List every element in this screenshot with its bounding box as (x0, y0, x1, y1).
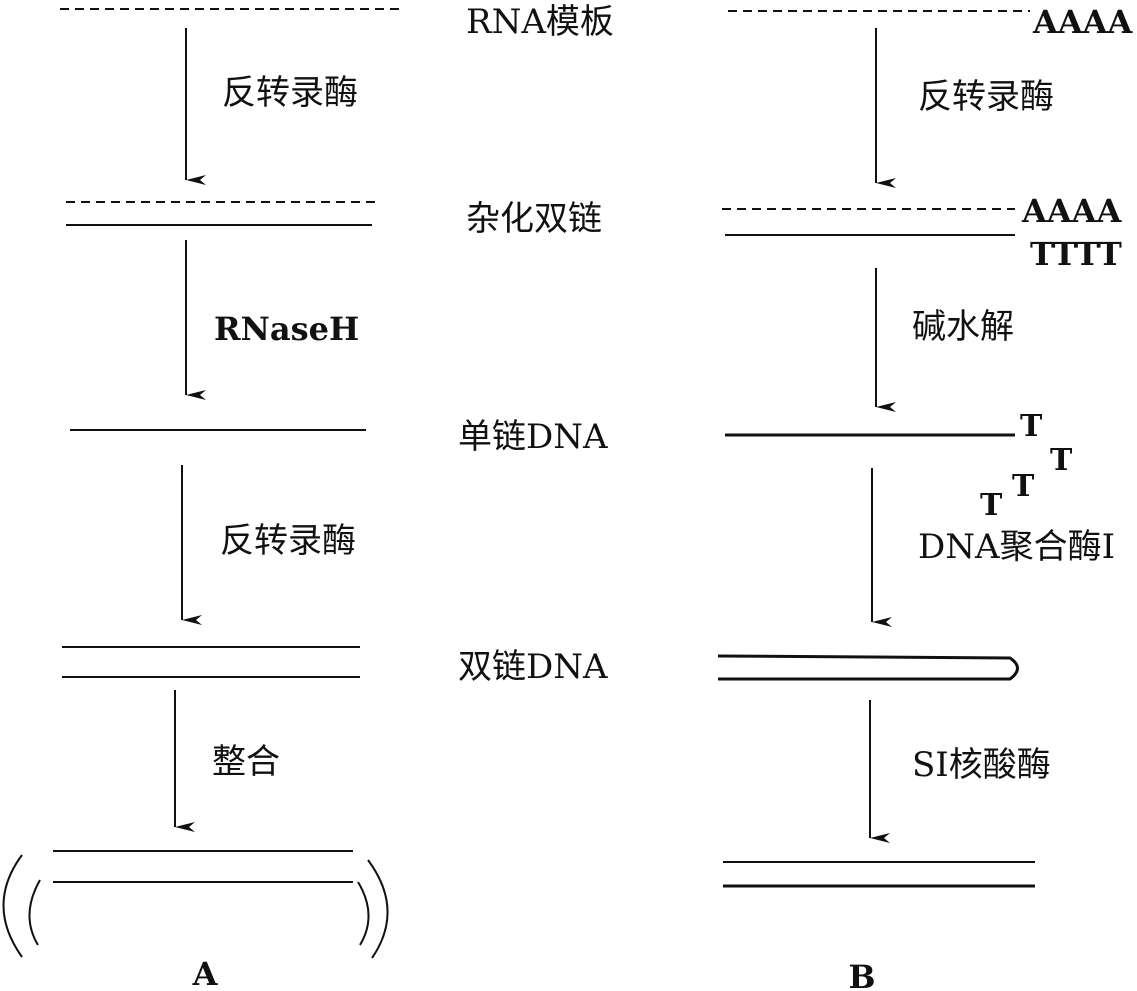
b-step1-label: 反转录酶 (918, 77, 1054, 117)
b-hairpin-t-4: T (980, 488, 1003, 523)
a-caption: A (192, 955, 219, 991)
b-hybrid-poly-a: AAAA (1021, 192, 1122, 230)
a-host-bracket-left-outer (2, 854, 23, 958)
ss-dna-label: 单链DNA (458, 417, 608, 457)
b-oligo-dt: TTTT (1030, 235, 1122, 273)
b-hairpin-duplex (717, 654, 1019, 681)
a-step1-label: 反转录酶 (222, 73, 358, 113)
b-hairpin-t-1: T (1020, 409, 1043, 444)
a-step2-label: RNaseH (214, 310, 359, 348)
b-hairpin-t-2: T (1050, 443, 1073, 478)
b-step4-label: SI核酸酶 (912, 745, 1051, 785)
a-step3-label: 反转录酶 (220, 521, 356, 561)
rna-template-label: RNA模板 (466, 2, 614, 42)
b-step3-label: DNA聚合酶I (918, 527, 1115, 567)
a-host-bracket-right-outer (367, 859, 389, 959)
hybrid-duplex-label: 杂化双链 (466, 199, 602, 239)
a-integrated-dna (2, 850, 389, 959)
a-host-bracket-right-inner (357, 881, 370, 946)
b-hairpin-t-3: T (1012, 469, 1035, 504)
stage-labels: RNA模板 杂化双链 单链DNA 双链DNA (458, 2, 614, 687)
b-poly-a-tail: AAAA (1032, 3, 1133, 41)
ds-dna-label: 双链DNA (458, 647, 608, 687)
pathway-b: AAAA 反转录酶 AAAA TTTT 碱水解 T T T T DNA聚合酶I … (717, 3, 1133, 991)
b-caption: B (848, 958, 875, 991)
a-host-bracket-left-inner (28, 879, 41, 946)
b-step2-label: 碱水解 (912, 307, 1014, 347)
pathway-a: 反转录酶 RNaseH 反转录酶 整合 A (2, 8, 400, 991)
a-step4-label: 整合 (212, 742, 280, 782)
